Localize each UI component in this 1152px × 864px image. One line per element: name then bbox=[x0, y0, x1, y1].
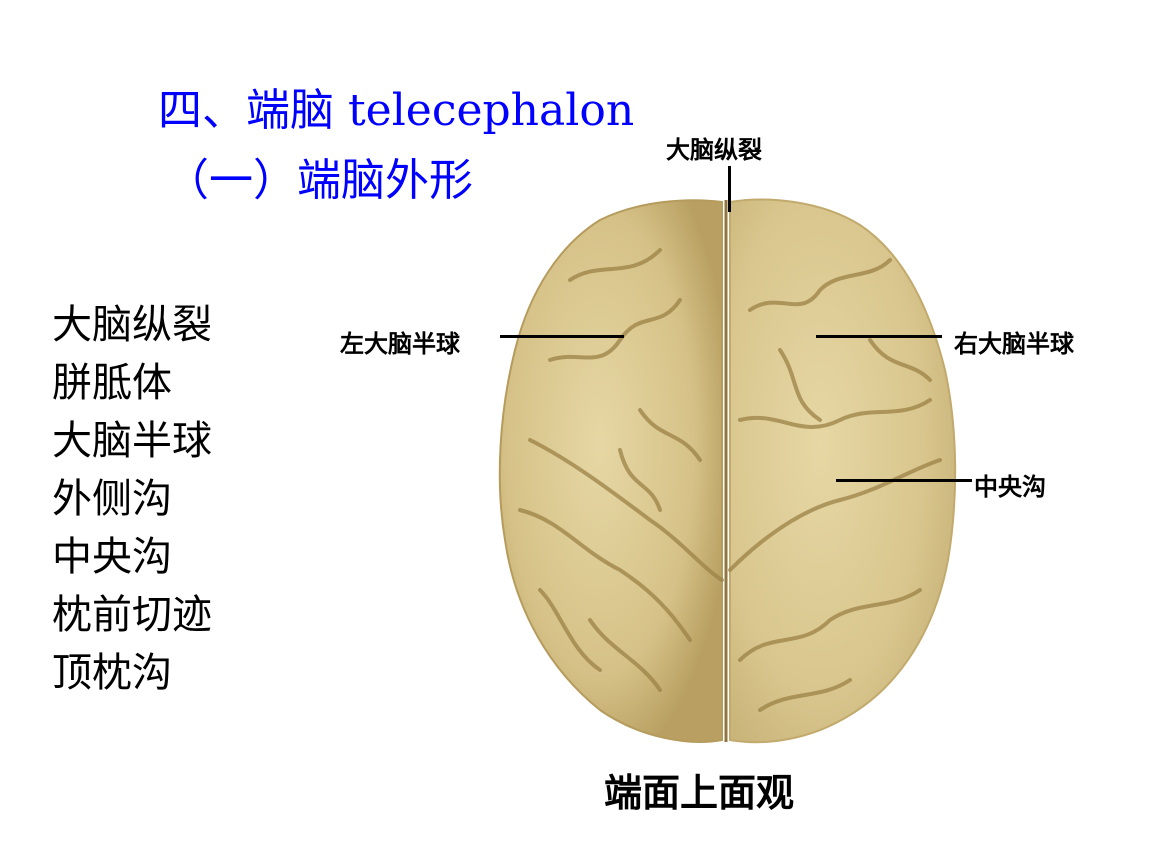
section-heading: 四、端脑 telecephalon bbox=[158, 74, 634, 138]
brain-superior-view-illustration bbox=[498, 198, 957, 744]
subsection-heading: （一）端脑外形 bbox=[165, 155, 473, 206]
term-item: 胼胝体 bbox=[52, 360, 172, 406]
right-hemisphere-shape bbox=[729, 198, 957, 744]
heading-chinese: 四、端脑 bbox=[158, 85, 348, 136]
label-central-sulcus: 中央沟 bbox=[974, 473, 1046, 501]
heading-english: telecephalon bbox=[348, 85, 635, 136]
leader-line-central-sulcus bbox=[836, 479, 972, 482]
leader-line-right-hemisphere bbox=[816, 335, 942, 338]
term-item: 大脑半球 bbox=[52, 418, 212, 464]
term-item: 外侧沟 bbox=[52, 476, 172, 522]
term-item: 枕前切迹 bbox=[52, 592, 212, 638]
figure-caption: 端面上面观 bbox=[604, 771, 795, 815]
label-longitudinal-fissure: 大脑纵裂 bbox=[666, 136, 762, 164]
term-list: 大脑纵裂 胼胝体 大脑半球 外侧沟 中央沟 枕前切迹 顶枕沟 bbox=[52, 296, 212, 702]
left-hemisphere-shape bbox=[498, 199, 723, 743]
term-item: 顶枕沟 bbox=[52, 650, 172, 696]
leader-line-longitudinal-fissure bbox=[728, 166, 731, 212]
leader-line-left-hemisphere bbox=[500, 335, 624, 338]
label-right-hemisphere: 右大脑半球 bbox=[954, 330, 1074, 358]
term-item: 大脑纵裂 bbox=[52, 302, 212, 348]
term-item: 中央沟 bbox=[52, 534, 172, 580]
label-left-hemisphere: 左大脑半球 bbox=[340, 330, 460, 358]
